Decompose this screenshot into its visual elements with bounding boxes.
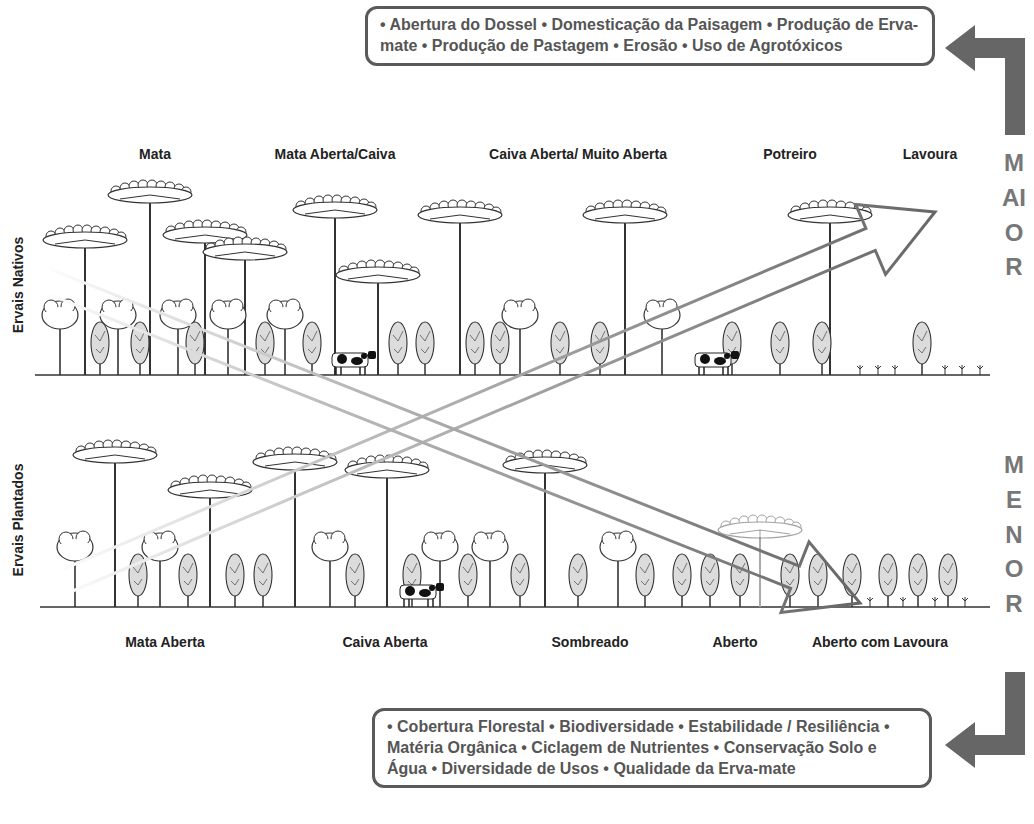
elbow-arrow-top xyxy=(945,25,1025,135)
zone-label: Mata Aberta xyxy=(125,634,205,650)
trend-arrow-down xyxy=(41,269,860,613)
planted-row xyxy=(40,440,990,607)
summary-box: • Cobertura Florestal • Biodiversidade •… xyxy=(372,708,932,788)
box-text: • Cobertura Florestal • Biodiversidade •… xyxy=(387,717,917,779)
zone-label: Caiva Aberta/ Muito Aberta xyxy=(489,146,667,162)
zone-label: Aberto xyxy=(712,634,757,650)
summary-box: • Abertura do Dossel • Domesticação da P… xyxy=(365,6,935,66)
elbow-arrow-bottom xyxy=(945,672,1025,768)
zone-label: Aberto com Lavoura xyxy=(812,634,948,650)
box-text: • Abertura do Dossel • Domesticação da P… xyxy=(380,15,920,57)
zone-label: Sombreado xyxy=(551,634,628,650)
zone-label: Lavoura xyxy=(903,146,957,162)
zone-label: Caiva Aberta xyxy=(342,634,427,650)
scale-word: MAIOR xyxy=(1002,146,1026,285)
trend-arrow-up xyxy=(63,204,935,591)
row-label: Ervais Nativos xyxy=(10,237,26,334)
zone-label: Mata xyxy=(139,146,171,162)
scale-word: MENOR xyxy=(1002,448,1026,622)
zone-label: Mata Aberta/Caiva xyxy=(275,146,396,162)
row-label: Ervais Plantados xyxy=(10,464,26,577)
zone-label: Potreiro xyxy=(763,146,817,162)
